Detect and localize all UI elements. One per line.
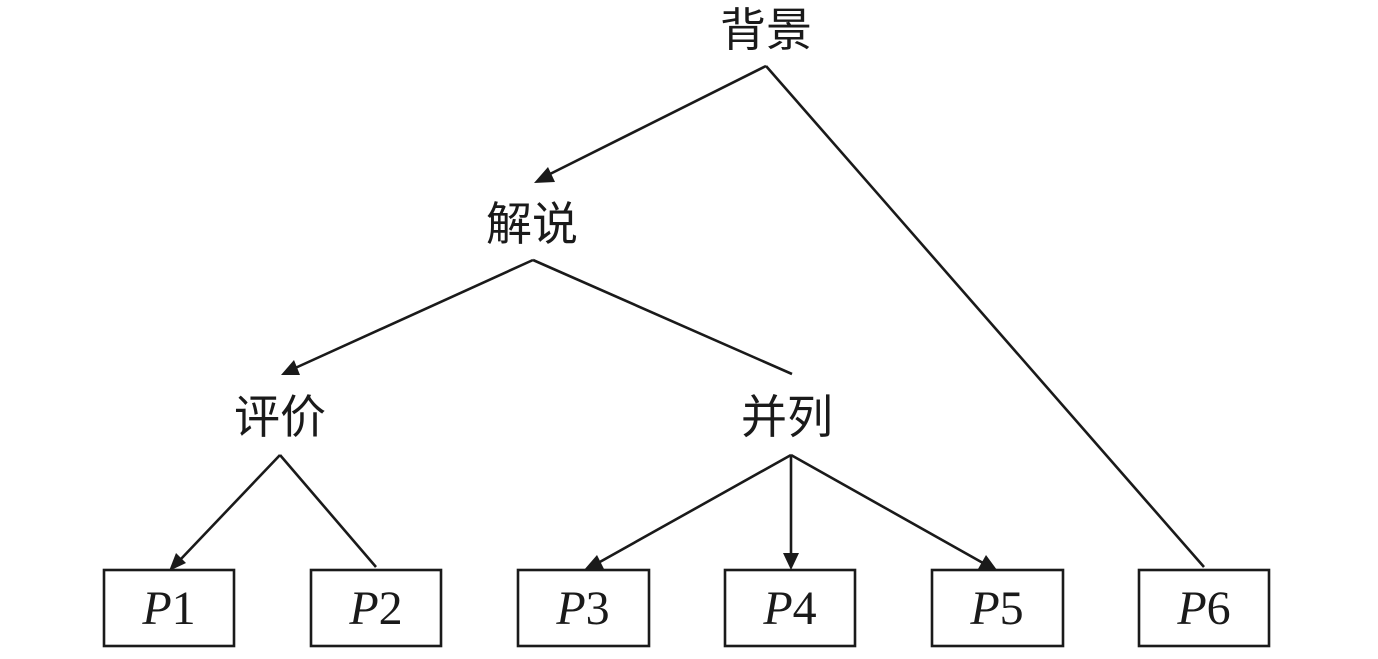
- leaf-prefix: P: [555, 582, 585, 635]
- arrow-explain: [534, 167, 555, 183]
- node-evaluate: 评价: [234, 390, 326, 444]
- leaf-label: P4: [762, 582, 816, 635]
- leaf-box: [102, 568, 236, 648]
- leaf-nodes: P1 P2 P3 P4 P5 P6: [102, 568, 1271, 648]
- leaf-label: P1: [141, 582, 195, 635]
- node-root: 背景: [720, 3, 812, 57]
- edge-root-to-p6: [765, 65, 1205, 568]
- arrow-p3: [584, 555, 604, 570]
- edge-root-to-explain: [545, 64, 767, 178]
- leaf-label: P6: [1176, 582, 1230, 635]
- leaf-box: [930, 568, 1065, 648]
- leaf-p5: P5: [930, 568, 1065, 648]
- node-parallel: 并列: [741, 390, 833, 444]
- leaf-p2: P2: [309, 568, 443, 648]
- edge-parallel-to-p5: [790, 453, 984, 565]
- leaf-prefix: P: [969, 582, 999, 635]
- leaf-number: 1: [172, 582, 196, 635]
- leaf-number: 6: [1207, 582, 1231, 635]
- leaf-label: P2: [348, 582, 402, 635]
- leaf-number: 5: [1000, 582, 1024, 635]
- leaf-label: P5: [969, 582, 1023, 635]
- leaf-prefix: P: [1176, 582, 1206, 635]
- edge-explain-to-parallel: [532, 258, 793, 376]
- leaf-p3: P3: [516, 568, 651, 648]
- leaf-p6: P6: [1137, 568, 1271, 648]
- edge-evaluate-to-p1: [179, 454, 281, 561]
- leaf-number: 4: [793, 582, 817, 635]
- leaf-label: P3: [555, 582, 609, 635]
- leaf-box: [1137, 568, 1271, 648]
- arrow-evaluate: [281, 360, 300, 375]
- leaf-box: [516, 568, 651, 648]
- edges: [169, 64, 1205, 571]
- arrow-p1: [169, 553, 186, 571]
- leaf-box: [309, 568, 443, 648]
- node-explain: 解说: [486, 197, 578, 251]
- leaf-prefix: P: [762, 582, 792, 635]
- leaf-p4: P4: [723, 568, 857, 648]
- leaf-prefix: P: [348, 582, 378, 635]
- leaf-number: 2: [379, 582, 403, 635]
- leaf-prefix: P: [141, 582, 171, 635]
- arrow-p5: [978, 555, 997, 570]
- edge-explain-to-evaluate: [292, 258, 534, 371]
- leaf-p1: P1: [102, 568, 236, 648]
- leaf-box: [723, 568, 857, 648]
- leaf-number: 3: [586, 582, 610, 635]
- edge-evaluate-to-p2: [279, 454, 377, 568]
- arrow-p4: [783, 553, 799, 570]
- edge-parallel-to-p3: [597, 453, 792, 565]
